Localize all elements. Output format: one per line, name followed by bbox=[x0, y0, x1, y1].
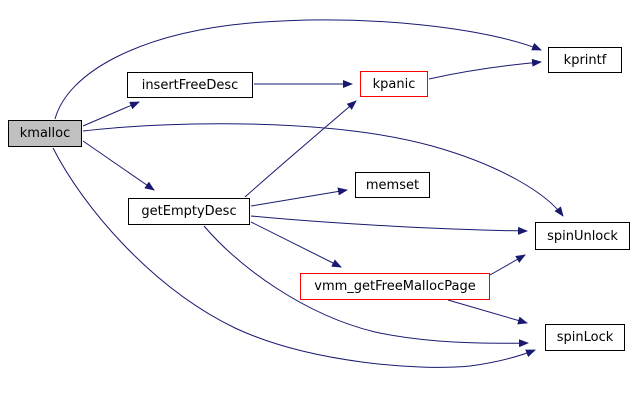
node-insertFreeDesc[interactable]: insertFreeDesc bbox=[127, 72, 253, 98]
node-kpanic[interactable]: kpanic bbox=[360, 71, 428, 97]
edge-kmalloc-kprintf bbox=[54, 19, 542, 120]
edge-kmalloc-insertFreeDesc bbox=[82, 101, 140, 127]
edge-getEmptyDesc-spinLock bbox=[203, 225, 529, 348]
node-spinLock[interactable]: spinLock bbox=[545, 324, 625, 351]
edge-vmm_getFreeMallocPage-spinUnlock bbox=[489, 254, 526, 276]
edge-kmalloc-spinLock bbox=[52, 147, 536, 368]
edge-getEmptyDesc-memset bbox=[250, 187, 348, 207]
node-getEmptyDesc[interactable]: getEmptyDesc bbox=[128, 198, 250, 225]
node-spinUnlock[interactable]: spinUnlock bbox=[535, 222, 630, 250]
node-memset[interactable]: memset bbox=[355, 172, 430, 198]
edge-vmm_getFreeMallocPage-spinLock bbox=[447, 299, 528, 325]
edge-getEmptyDesc-vmm_getFreeMallocPage bbox=[250, 221, 342, 268]
node-kmalloc: kmalloc bbox=[8, 120, 82, 147]
edge-getEmptyDesc-kpanic bbox=[244, 100, 357, 198]
edge-kmalloc-spinUnlock bbox=[82, 123, 564, 217]
edge-kmalloc-getEmptyDesc bbox=[82, 140, 155, 191]
edge-getEmptyDesc-spinUnlock bbox=[250, 215, 528, 235]
node-vmm_getFreeMallocPage[interactable]: vmm_getFreeMallocPage bbox=[300, 273, 490, 300]
edge-kpanic-kprintf bbox=[428, 58, 542, 80]
node-kprintf[interactable]: kprintf bbox=[548, 47, 622, 73]
